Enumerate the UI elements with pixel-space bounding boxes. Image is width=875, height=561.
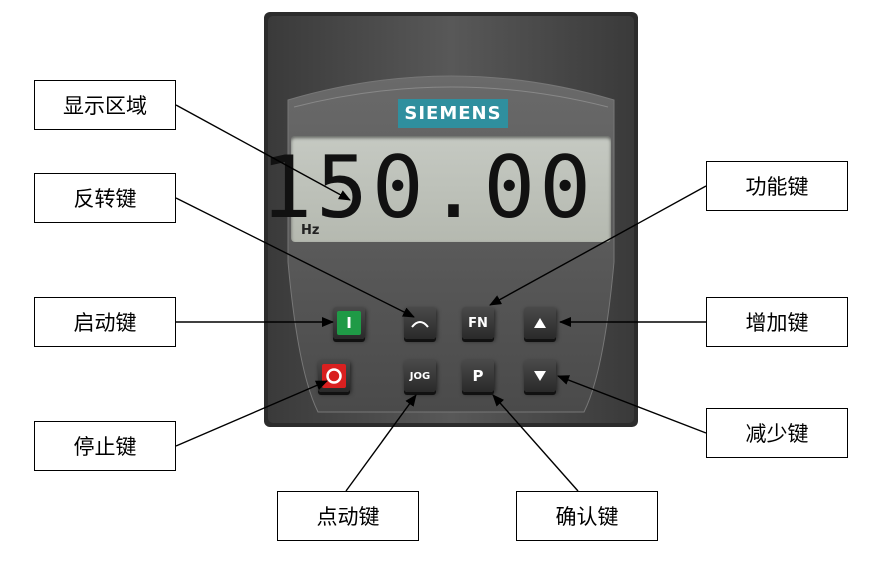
- leader-display-area: [175, 104, 351, 201]
- label-jog-key: 点动键: [277, 491, 419, 541]
- jog-key[interactable]: JOG: [404, 360, 436, 392]
- label-confirm-key: 确认键: [516, 491, 658, 541]
- increase-key[interactable]: [524, 307, 556, 339]
- label-reverse-key: 反转键: [34, 173, 176, 223]
- p-key[interactable]: P: [462, 360, 494, 392]
- triangle-up-icon: [533, 314, 547, 333]
- label-display-area: 显示区域: [34, 80, 176, 130]
- start-key[interactable]: I: [333, 307, 365, 339]
- decrease-key[interactable]: [524, 360, 556, 392]
- triangle-down-icon: [533, 367, 547, 386]
- label-increase-key: 增加键: [706, 297, 848, 347]
- label-function-key: 功能键: [706, 161, 848, 211]
- label-decrease-key: 减少键: [706, 408, 848, 458]
- jog-key-label: JOG: [409, 370, 431, 382]
- p-key-label: P: [472, 367, 484, 385]
- start-key-label: I: [337, 311, 361, 335]
- function-key-label: FN: [468, 315, 488, 331]
- label-stop-key: 停止键: [34, 421, 176, 471]
- brand-logo: SIEMENS: [398, 99, 508, 128]
- function-key[interactable]: FN: [462, 307, 494, 339]
- display-value: 150.00: [260, 138, 595, 238]
- reverse-arc-icon: [410, 314, 430, 333]
- leader-reverse-key: [175, 197, 415, 318]
- display-unit: Hz: [301, 223, 320, 238]
- leader-confirm-key: [492, 394, 579, 492]
- reverse-key[interactable]: [404, 307, 436, 339]
- leader-decrease-key: [557, 375, 707, 434]
- lcd-display: 150.00 Hz: [260, 136, 611, 242]
- label-start-key: 启动键: [34, 297, 176, 347]
- leader-jog-key: [345, 394, 417, 492]
- leader-stop-key: [175, 380, 328, 447]
- leader-function-key: [489, 185, 707, 306]
